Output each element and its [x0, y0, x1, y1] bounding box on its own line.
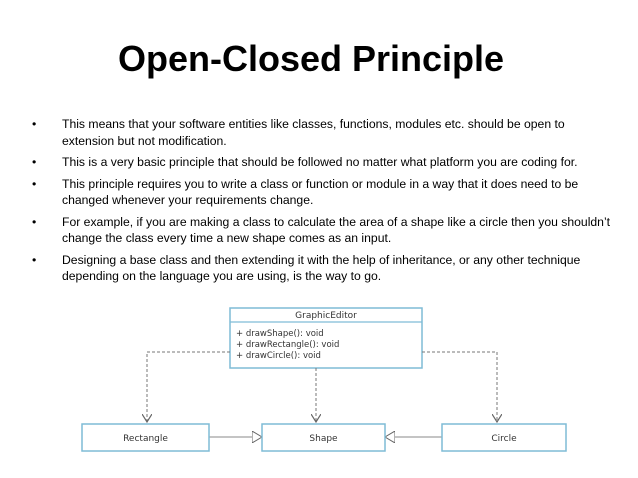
shape-box [261, 423, 386, 452]
rectangle-box [81, 423, 210, 452]
shape-label: Shape [309, 434, 338, 444]
dependency-arrow-circle [422, 351, 497, 422]
graphic-editor-class: GraphicEditor + drawShape(): void + draw… [229, 307, 423, 369]
graphic-editor-name: GraphicEditor [295, 311, 357, 321]
bullet-item: • This principle requires you to write a… [32, 176, 612, 209]
bullet-icon: • [32, 176, 37, 191]
bullet-icon: • [32, 155, 37, 169]
bullet-item: • This means that your software entities… [32, 116, 612, 149]
bullet-text: For example, if you are making a class t… [62, 214, 611, 246]
method-draw-rectangle: + drawRectangle(): void [236, 340, 339, 350]
shape-class: Shape [261, 423, 386, 452]
graphic-editor-box [229, 307, 423, 369]
bullet-icon: • [32, 214, 37, 229]
dependency-arrow-rectangle [147, 351, 230, 422]
bullet-item: • For example, if you are making a class… [32, 214, 612, 247]
circle-class: Circle [441, 423, 567, 452]
bullet-text: This is a very basic principle that shou… [62, 155, 578, 169]
bullet-text: This means that your software entities l… [62, 117, 565, 148]
slide-title: Open-Closed Principle [118, 38, 505, 79]
uml-diagram: GraphicEditor + drawShape(): void + draw… [81, 307, 567, 452]
bullet-icon: • [32, 117, 37, 131]
circle-label: Circle [491, 434, 517, 444]
method-draw-circle: + drawCircle(): void [236, 351, 321, 361]
rectangle-label: Rectangle [123, 434, 168, 444]
bullet-item: • Designing a base class and then extend… [32, 252, 612, 285]
bullet-list: • This means that your software entities… [32, 116, 612, 290]
circle-box [441, 423, 567, 452]
method-draw-shape: + drawShape(): void [236, 329, 324, 339]
bullet-text: This principle requires you to write a c… [62, 176, 579, 208]
bullet-icon: • [32, 252, 37, 267]
rectangle-class: Rectangle [81, 423, 210, 452]
bullet-item: • This is a very basic principle that sh… [32, 154, 612, 171]
bullet-text: Designing a base class and then extendin… [62, 252, 581, 284]
